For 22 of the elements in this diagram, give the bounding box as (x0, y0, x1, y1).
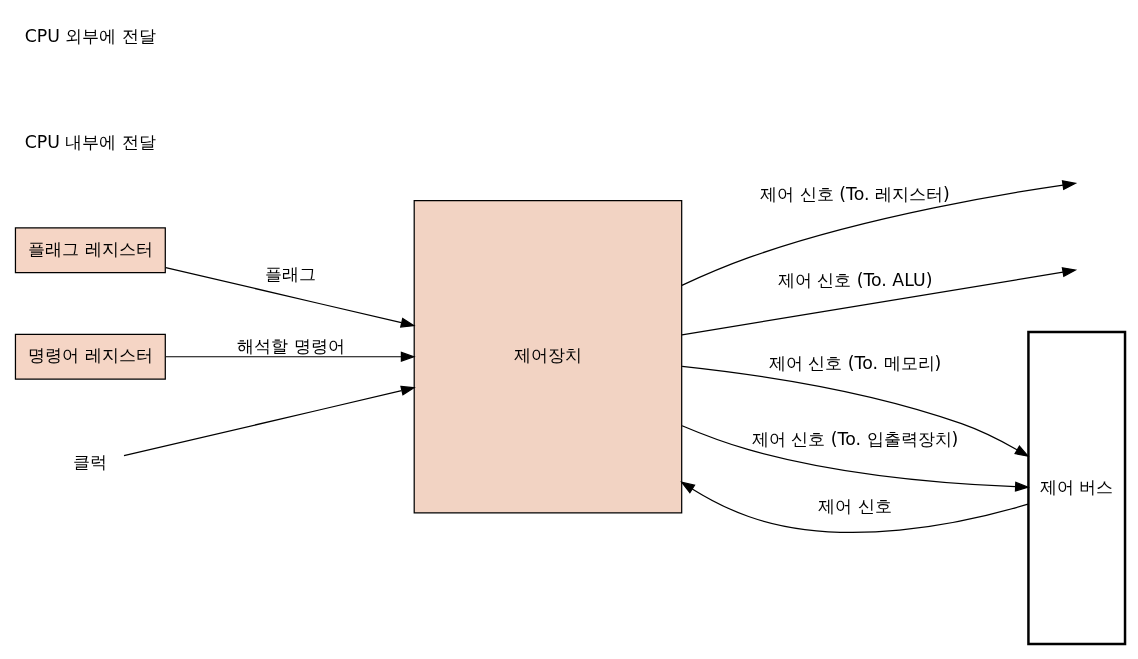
edge-label: 제어 신호 (To. 레지스터) (760, 183, 950, 204)
edge-label: 제어 신호 (To. ALU) (777, 270, 933, 291)
arrow (681, 267, 1078, 336)
label: CPU 내부에 전달 (24, 132, 156, 153)
arrow (123, 385, 416, 457)
edge-label: 제어 신호 (To. 메모리) (768, 353, 942, 374)
arrow (165, 351, 416, 362)
edge-label: 제어 신호 (818, 495, 892, 516)
node-box: 명령어 레지스터 (14, 333, 166, 380)
node-box: 제어 버스 (1027, 330, 1127, 646)
arrow (680, 481, 1029, 534)
node-box: 제어장치 (413, 200, 683, 514)
edge-label: 해석할 명령어 (237, 336, 345, 357)
label: CPU 외부에 전달 (24, 25, 156, 46)
arrow (681, 180, 1078, 286)
arrow (681, 365, 1030, 458)
node-box: 플래그 레지스터 (14, 227, 166, 274)
node-text: 클럭 (73, 451, 108, 472)
edge-label: 플래그 (265, 264, 317, 285)
arrow (165, 266, 416, 328)
arrow (681, 425, 1030, 492)
edge-label: 제어 신호 (To. 입출력장치) (751, 428, 959, 449)
